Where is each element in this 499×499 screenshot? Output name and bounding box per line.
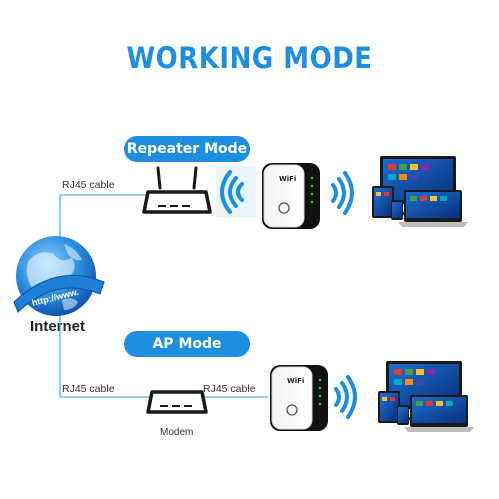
wifi-extender-icon-1: WiFi bbox=[262, 163, 320, 229]
wifi-waves-icon-extender-1 bbox=[331, 171, 354, 215]
modem-icon bbox=[146, 390, 208, 414]
devices-icon-1 bbox=[372, 156, 468, 227]
line-globe-to-modem bbox=[59, 312, 150, 398]
ap-mode-badge: AP Mode bbox=[124, 331, 250, 357]
repeater-mode-badge: Repeater Mode bbox=[124, 136, 250, 162]
cable-label-ap-left: RJ45 cable bbox=[62, 383, 115, 395]
wifi-waves-icon-router bbox=[216, 166, 256, 218]
globe-icon: http://www. bbox=[13, 236, 105, 316]
device-brand-text-1: WiFi bbox=[279, 175, 296, 183]
connection-lines bbox=[59, 194, 268, 398]
cable-label-ap-right: RJ45 cable bbox=[203, 383, 256, 395]
internet-label: Internet bbox=[30, 318, 86, 335]
router-icon bbox=[142, 166, 212, 214]
devices-icon-2 bbox=[378, 361, 474, 432]
modem-label: Modem bbox=[160, 427, 194, 438]
wifi-extender-icon-2: WiFi bbox=[270, 365, 328, 431]
line-globe-to-router bbox=[59, 194, 150, 240]
cable-label-repeater: RJ45 cable bbox=[62, 179, 115, 191]
wifi-waves-icon-extender-2 bbox=[334, 375, 357, 419]
device-brand-text-2: WiFi bbox=[287, 377, 304, 385]
page-title: WORKING MODE bbox=[126, 42, 373, 76]
